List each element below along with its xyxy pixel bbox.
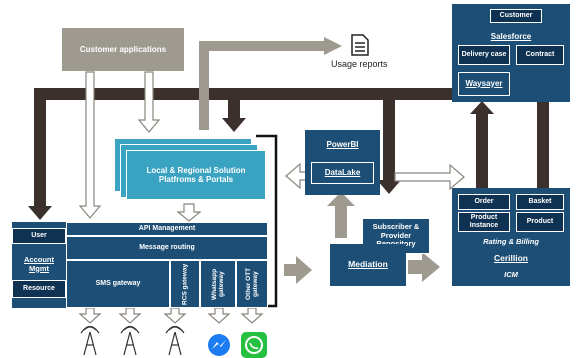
cerillion-subtitle: ICM (504, 270, 518, 279)
salesforce-title: Salesforce (490, 32, 532, 41)
cell-tower-icon (120, 325, 140, 356)
message-routing: Message routing (66, 236, 268, 260)
usage-reports-arrow (199, 41, 328, 130)
cell-tower-icon (80, 325, 100, 356)
api-block: API Management Message routing User Acco… (12, 222, 268, 308)
whatsapp-icon (241, 332, 267, 358)
portals-box: Local & Regional Solution Platfroms & Po… (126, 150, 266, 200)
cerillion-to-waysayer-bar (476, 112, 488, 188)
apps-arrow-2 (137, 71, 161, 133)
portals-label: Local & Regional Solution Platfroms & Po… (146, 165, 246, 184)
document-icon (351, 34, 369, 56)
sms-gateway: SMS gateway (66, 260, 170, 308)
resource: Resource (12, 280, 66, 298)
other-ott-gateway: Other OTT gateway (236, 260, 268, 308)
datalake: DataLake (311, 162, 374, 184)
apps-arrow-1 (78, 71, 102, 219)
cell-tower-icon (165, 325, 185, 356)
salesforce-box: Customer Salesforce Delivery case Contra… (452, 4, 570, 102)
customer-applications-label: Customer applications (79, 44, 167, 54)
bus-arrow-to-repo (377, 180, 401, 194)
rcs-gateway: RCS gateway (170, 260, 200, 308)
order: Order (458, 194, 510, 210)
portals-to-api-arrow (176, 203, 202, 222)
user: User (12, 228, 66, 244)
whatsapp-gateway: Whatsapp gateway (200, 260, 236, 308)
salesforce-customer: Customer (490, 9, 542, 23)
cerillion-to-datalake-arrow (394, 163, 465, 191)
powerbi-title: PowerBI (326, 140, 359, 149)
product: Product (516, 212, 564, 232)
cerillion-title: Cerillion (493, 253, 528, 263)
account-mgmt: Account Mgmt (24, 255, 54, 273)
mediation-to-datalake-arrow (327, 192, 355, 238)
customer-applications-box: Customer applications (62, 28, 184, 71)
waysayer: Waysayer (458, 72, 510, 96)
mediation-box: Mediation (330, 244, 406, 286)
mediation-label: Mediation (348, 259, 388, 270)
rating-billing: Rating & Billing (483, 237, 539, 246)
usage-reports-label: Usage reports (331, 59, 388, 69)
mediation-to-cerillion-arrow (408, 252, 440, 282)
cerillion-box: Order Basket Product Instance Product Ra… (452, 188, 570, 286)
api-management: API Management (66, 222, 268, 236)
bus-arrow-to-api (28, 206, 52, 220)
delivery-case: Delivery case (458, 45, 510, 65)
product-instance: Product Instance (458, 212, 510, 232)
subscriber-repository-label: Subscriber & Provider Repository (372, 222, 420, 248)
api-to-mediation-arrow (284, 256, 312, 284)
bus-arrow-to-portals (222, 118, 246, 132)
powerbi-box: PowerBI DataLake (305, 130, 380, 195)
basket: Basket (516, 194, 564, 210)
data-bus-bar (34, 88, 555, 100)
salesforce-cerillion-link (537, 80, 549, 190)
portal-bracket (256, 134, 278, 308)
datalake-to-portals-arrow (285, 162, 307, 190)
messenger-icon (208, 334, 230, 356)
contract: Contract (516, 45, 564, 65)
